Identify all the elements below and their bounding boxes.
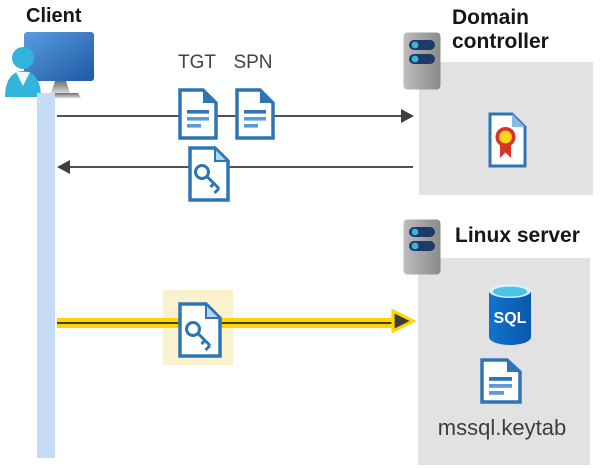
request-arrowhead-icon (401, 109, 414, 123)
service-ticket-key-document-icon (188, 146, 230, 202)
client-label: Client (26, 5, 82, 27)
domain-controller-server-icon (403, 32, 441, 90)
linux-server-server-icon (403, 219, 441, 275)
sql-badge-text: SQL (494, 310, 527, 327)
response-arrow-line (70, 166, 413, 168)
linux-server-label: Linux server (455, 224, 580, 247)
client-workstation-icon (5, 32, 94, 98)
spn-label: SPN (233, 52, 273, 73)
certificate-document-icon (488, 112, 527, 168)
response-arrowhead-icon (57, 160, 70, 174)
highlighted-ticket-key-document-icon (178, 302, 222, 358)
sql-database-icon: SQL (489, 284, 531, 345)
client-lifeline (37, 93, 55, 458)
request-arrow-line (57, 115, 403, 117)
sql-connection-arrowhead-icon (391, 308, 416, 334)
keytab-filename-label: mssql.keytab (437, 415, 567, 440)
tgt-label: TGT (178, 52, 216, 73)
domain-controller-label: Domain controller (452, 6, 549, 54)
keytab-document-icon (480, 358, 522, 404)
sql-connection-arrow-line (57, 318, 395, 328)
spn-document-icon (235, 88, 275, 140)
tgt-document-icon (178, 88, 218, 140)
